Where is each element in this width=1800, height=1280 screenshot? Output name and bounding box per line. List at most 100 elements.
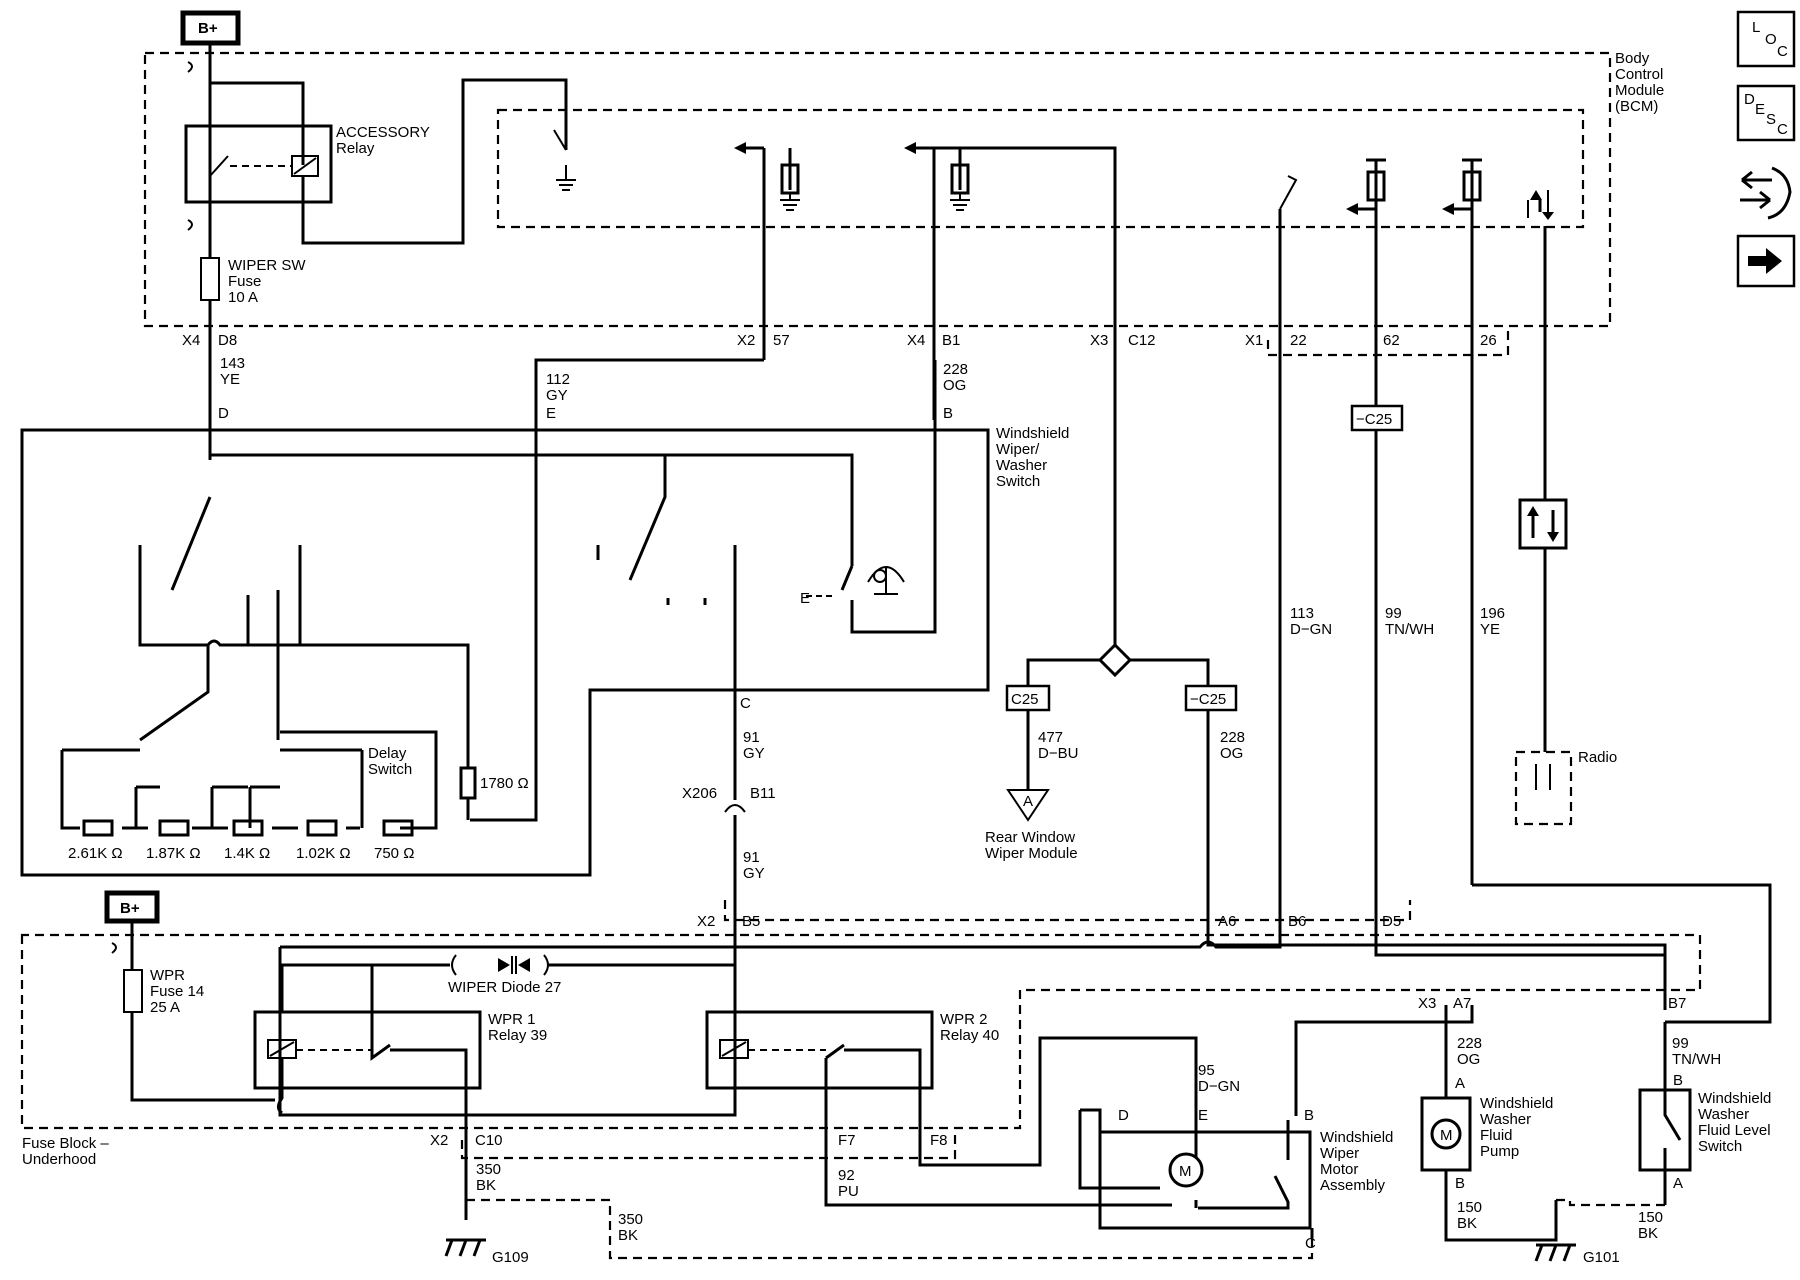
diagram-label: OG <box>1457 1051 1480 1068</box>
wiper-motor-assembly: M D E B C Windshield Wiper Motor Assembl… <box>1078 1005 1474 1252</box>
diagram-label: OG <box>943 377 966 394</box>
diagram-label: 143 <box>220 355 245 372</box>
diagram-label: B+ <box>198 20 218 37</box>
diagram-label: TN/WH <box>1672 1051 1721 1068</box>
diagram-label: D8 <box>218 332 237 349</box>
diagram-label: Washer <box>996 457 1047 474</box>
diagram-label: B6 <box>1288 913 1306 930</box>
diagram-label: Washer <box>1698 1106 1749 1123</box>
diagram-label: 26 <box>1480 332 1497 349</box>
fuse-block-underhood: Fuse Block – Underhood WPR Fuse 14 25 A <box>20 921 1702 1168</box>
diagram-label: (BCM) <box>1615 98 1658 115</box>
diagram-label: A <box>1023 793 1033 810</box>
diagram-label: Switch <box>996 473 1040 490</box>
diagram-label: Underhood <box>22 1151 96 1168</box>
next-arrow-button[interactable] <box>1736 234 1796 288</box>
bcm-internal-inputs <box>734 142 1554 940</box>
diagram-label: 62 <box>1383 332 1400 349</box>
diagram-label: X4 <box>907 332 925 349</box>
diagram-label: Wiper Module <box>985 845 1078 862</box>
diagram-label: 25 A <box>150 999 180 1016</box>
diagram-label: BK <box>618 1227 638 1244</box>
diagram-label: Relay 39 <box>488 1027 547 1044</box>
desc-button[interactable]: D E S C <box>1736 84 1796 142</box>
diagram-label: 350 <box>476 1161 501 1178</box>
diagram-label: Pump <box>1480 1143 1519 1160</box>
diagram-label: 112 <box>546 371 570 388</box>
diagram-label: B11 <box>750 785 776 802</box>
diagram-label: Radio <box>1578 749 1617 766</box>
connector-tools-icon[interactable] <box>1740 166 1792 220</box>
bplus-bottom-badge: B+ <box>104 890 160 924</box>
diagram-label: M <box>1179 1163 1192 1180</box>
diagram-label: M <box>1440 1127 1453 1144</box>
diagram-label: GY <box>546 387 568 404</box>
wpr1-relay: WPR 1 Relay 39 <box>253 965 547 1200</box>
accessory-relay-circuit: ACCESSORY Relay <box>184 43 576 460</box>
diagram-label: Relay <box>336 140 375 157</box>
diagram-label: C <box>740 695 751 712</box>
diagram-label: 1.02K Ω <box>296 845 351 862</box>
diagram-label: A6 <box>1218 913 1236 930</box>
diagram-label: 228 <box>943 361 968 378</box>
diagram-label: C <box>1305 1235 1316 1252</box>
diagram-label: 1.87K Ω <box>146 845 201 862</box>
diagram-label: 91 <box>743 849 760 866</box>
diagram-label: D <box>1744 91 1755 108</box>
diagram-label: Rear Window <box>985 829 1075 846</box>
diagram-label: G109 <box>492 1249 529 1266</box>
diagram-label: C10 <box>475 1132 503 1149</box>
diagram-label: BK <box>1638 1225 1658 1242</box>
diagram-label: 150 <box>1457 1199 1482 1216</box>
diagram-label: Windshield <box>1320 1129 1393 1146</box>
diagram-label: D−GN <box>1290 621 1332 638</box>
diagram-label: E <box>1198 1107 1208 1124</box>
diagram-label: Module <box>1615 82 1664 99</box>
diagram-label: Fluid Level <box>1698 1122 1771 1139</box>
diagram-label: Wiper/ <box>996 441 1040 458</box>
diagram-label: −C25 <box>1356 411 1392 428</box>
diagram-label: B <box>1455 1175 1465 1192</box>
diagram-label: D−GN <box>1198 1078 1240 1095</box>
diagram-label: Switch <box>1698 1138 1742 1155</box>
diagram-label: X4 <box>182 332 200 349</box>
diagram-label: X3 <box>1418 995 1436 1012</box>
diagram-label: −C25 <box>1190 691 1226 708</box>
diagram-label: Fuse Block – <box>22 1135 109 1152</box>
diagram-label: ACCESSORY <box>336 124 430 141</box>
diagram-label: WIPER Diode 27 <box>448 979 561 996</box>
diagram-label: X1 <box>1245 332 1263 349</box>
wiper-sw-fuse: WIPER SW Fuse 10 A <box>200 257 306 306</box>
diagram-label: BK <box>476 1177 496 1194</box>
diagram-label: Windshield <box>1480 1095 1553 1112</box>
wiper-washer-switch: Windshield Wiper/ Washer Switch E 2.61K … <box>20 360 1069 877</box>
fuse-block-bus: WIPER Diode 27 <box>278 883 1772 1117</box>
diagram-label: BK <box>1457 1215 1477 1232</box>
diagram-label: 99 <box>1672 1035 1689 1052</box>
diagram-label: WPR <box>150 967 185 984</box>
diagram-label: Wiper <box>1320 1145 1359 1162</box>
diagram-label: A <box>1455 1075 1465 1092</box>
diagram-label: X2 <box>737 332 755 349</box>
diagram-label: X3 <box>1090 332 1108 349</box>
diagram-label: Assembly <box>1320 1177 1386 1194</box>
diagram-label: 1.4K Ω <box>224 845 270 862</box>
diagram-label: Fluid <box>1480 1127 1513 1144</box>
diagram-label: E <box>546 405 556 422</box>
diagram-label: C12 <box>1128 332 1156 349</box>
diagram-label: D <box>218 405 229 422</box>
diagram-label: B <box>1304 1107 1314 1124</box>
diagram-label: Windshield <box>1698 1090 1771 1107</box>
diagram-label: WPR 2 <box>940 1011 988 1028</box>
diagram-label: Relay 40 <box>940 1027 999 1044</box>
diagram-label: B7 <box>1668 995 1686 1012</box>
diagram-label: 99 <box>1385 605 1402 622</box>
diagram-label: 150 <box>1638 1209 1663 1226</box>
diagram-label: 57 <box>773 332 790 349</box>
diagram-label: X2 <box>430 1132 448 1149</box>
bcm-connector-labels: X4 D8 X2 57 X4 B1 X3 C12 X1 22 62 26 <box>182 330 1510 357</box>
loc-button[interactable]: L O C <box>1736 10 1796 68</box>
diagram-label: C <box>1777 121 1788 138</box>
